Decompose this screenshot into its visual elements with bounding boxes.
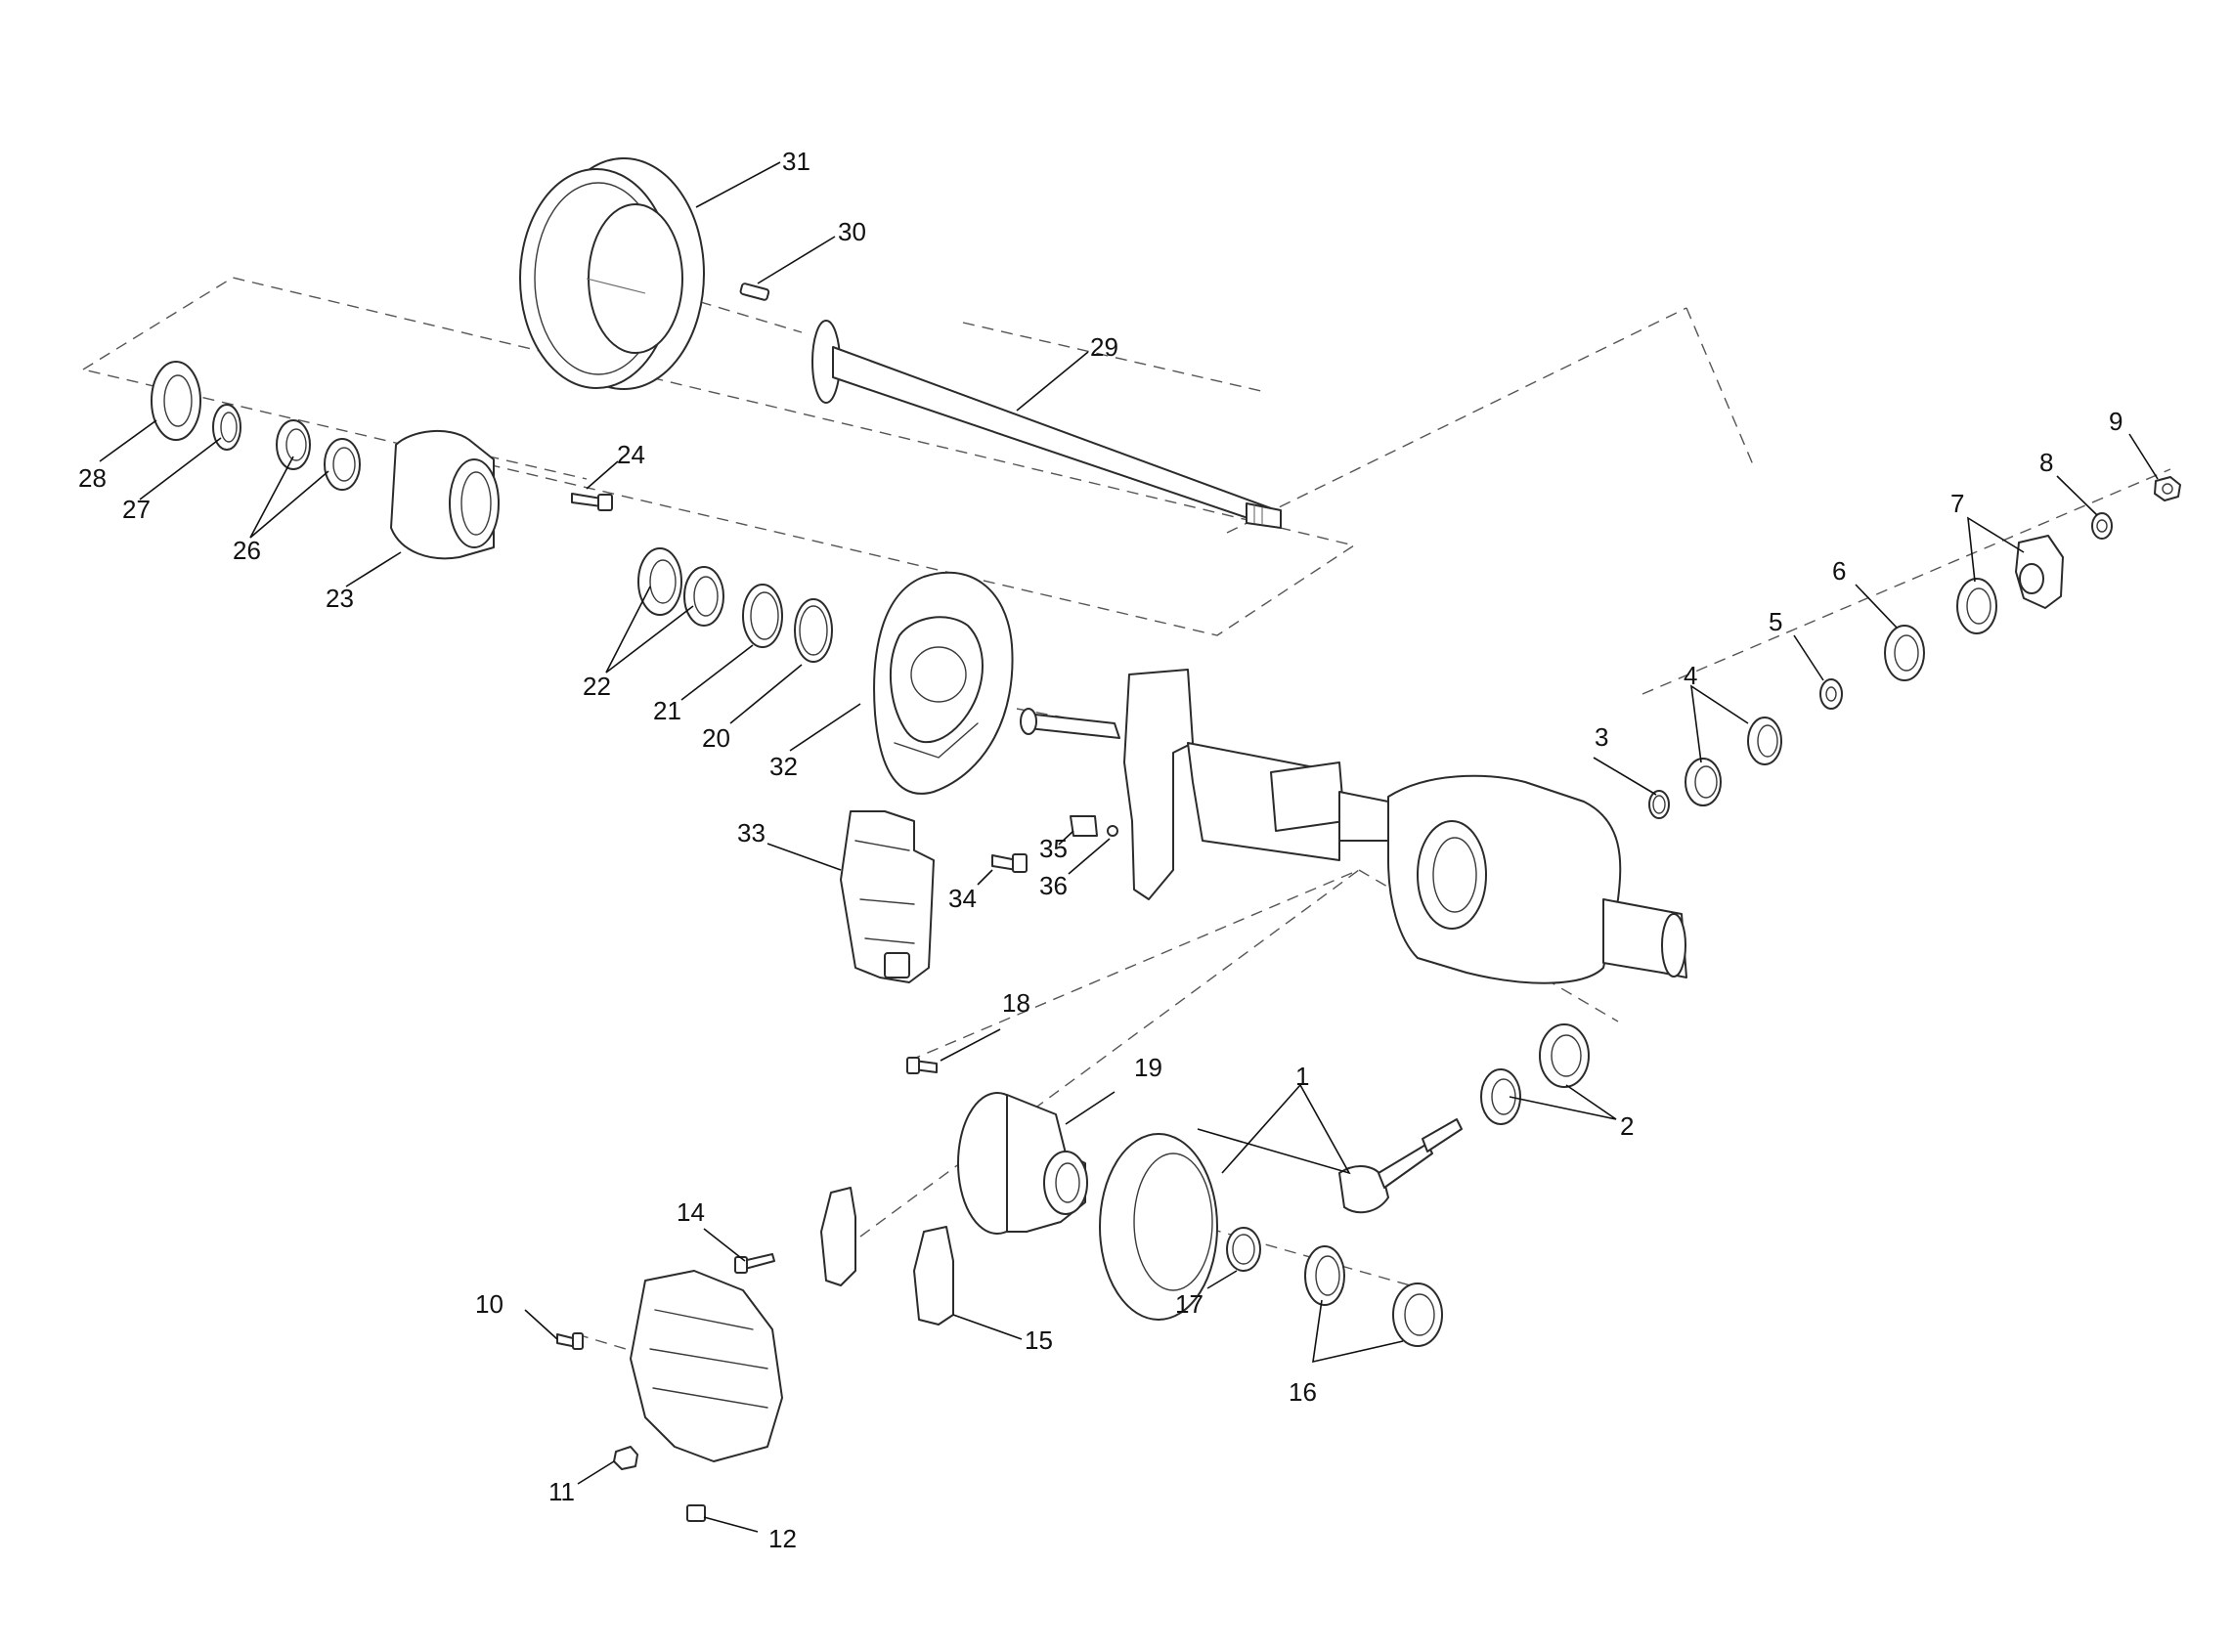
callout-18: 18 <box>1002 988 1030 1018</box>
caliper-bolt <box>991 853 1028 873</box>
callout-17: 17 <box>1175 1289 1204 1319</box>
callout-6: 6 <box>1832 556 1846 586</box>
pinion-seal <box>1884 625 1925 681</box>
fill-plug <box>613 1446 638 1470</box>
hub-gasket <box>151 361 201 441</box>
callout-23: 23 <box>326 584 354 613</box>
callout-35: 35 <box>1039 834 1068 863</box>
differential-shim <box>1226 1227 1261 1272</box>
callout-22: 22 <box>583 672 611 701</box>
callout-30: 30 <box>838 217 866 246</box>
inner-wheel-bearing <box>637 547 724 627</box>
carrier-bearing <box>1304 1245 1443 1347</box>
differential-case <box>957 1092 1088 1235</box>
callout-36: 36 <box>1039 871 1068 900</box>
bearing-cap-right <box>913 1226 954 1326</box>
pinion-yoke <box>1956 535 2064 634</box>
hub-bolt <box>571 493 613 511</box>
callout-14: 14 <box>677 1197 705 1227</box>
callout-9: 9 <box>2109 407 2123 436</box>
outer-pinion-bearing <box>1685 717 1782 806</box>
callout-1: 1 <box>1295 1062 1309 1091</box>
callout-21: 21 <box>653 696 681 725</box>
inner-pinion-bearing <box>1480 1023 1590 1125</box>
ring-gear <box>1099 1133 1218 1321</box>
callout-4: 4 <box>1684 661 1697 690</box>
brake-caliper <box>840 810 935 983</box>
cover-bolt <box>556 1332 584 1350</box>
axle-housing <box>1020 669 1687 984</box>
wheel-stud <box>739 283 770 301</box>
callout-2: 2 <box>1620 1111 1634 1141</box>
ring-gear-bolt <box>906 1057 938 1074</box>
pinion-washer <box>1819 678 1843 710</box>
callout-15: 15 <box>1025 1326 1053 1355</box>
callout-34: 34 <box>948 884 977 913</box>
callout-28: 28 <box>78 463 107 493</box>
callout-11: 11 <box>548 1477 575 1506</box>
leader-lines <box>99 161 2159 1533</box>
wheel-speed-sensor <box>1070 815 1118 837</box>
abs-tone-ring <box>794 598 833 663</box>
pinion-gear <box>1338 1118 1463 1214</box>
callout-31: 31 <box>782 147 810 176</box>
callout-33: 33 <box>737 818 766 848</box>
callout-26: 26 <box>233 536 261 565</box>
callout-3: 3 <box>1595 722 1608 752</box>
pinion-nut <box>2154 476 2181 501</box>
callout-12: 12 <box>768 1524 797 1553</box>
backing-plate-parking-brake <box>873 571 1014 795</box>
bearing-cap-left <box>820 1187 856 1286</box>
callout-16: 16 <box>1289 1377 1317 1407</box>
inner-hub-seal <box>742 584 783 648</box>
callout-10: 10 <box>475 1289 503 1319</box>
callout-32: 32 <box>769 752 798 781</box>
pinion-spacer-ring <box>1648 790 1670 819</box>
differential-cover <box>630 1270 783 1462</box>
axle-shaft <box>811 320 1282 529</box>
callout-7: 7 <box>1950 489 1964 518</box>
callout-24: 24 <box>617 440 645 469</box>
callout-5: 5 <box>1769 607 1782 636</box>
callout-labels: 31 30 29 24 28 27 26 23 22 21 20 32 33 3… <box>78 147 2123 1553</box>
outer-wheel-bearing <box>276 419 361 491</box>
drain-plug <box>686 1504 706 1522</box>
callout-19: 19 <box>1134 1053 1162 1082</box>
callout-8: 8 <box>2039 448 2053 477</box>
yoke-washer <box>2091 512 2113 540</box>
callout-29: 29 <box>1090 332 1118 362</box>
callout-20: 20 <box>702 723 730 753</box>
brake-rotor <box>519 157 705 390</box>
callout-27: 27 <box>122 495 151 524</box>
wheel-hub <box>390 429 500 560</box>
hub-seal <box>212 404 241 451</box>
